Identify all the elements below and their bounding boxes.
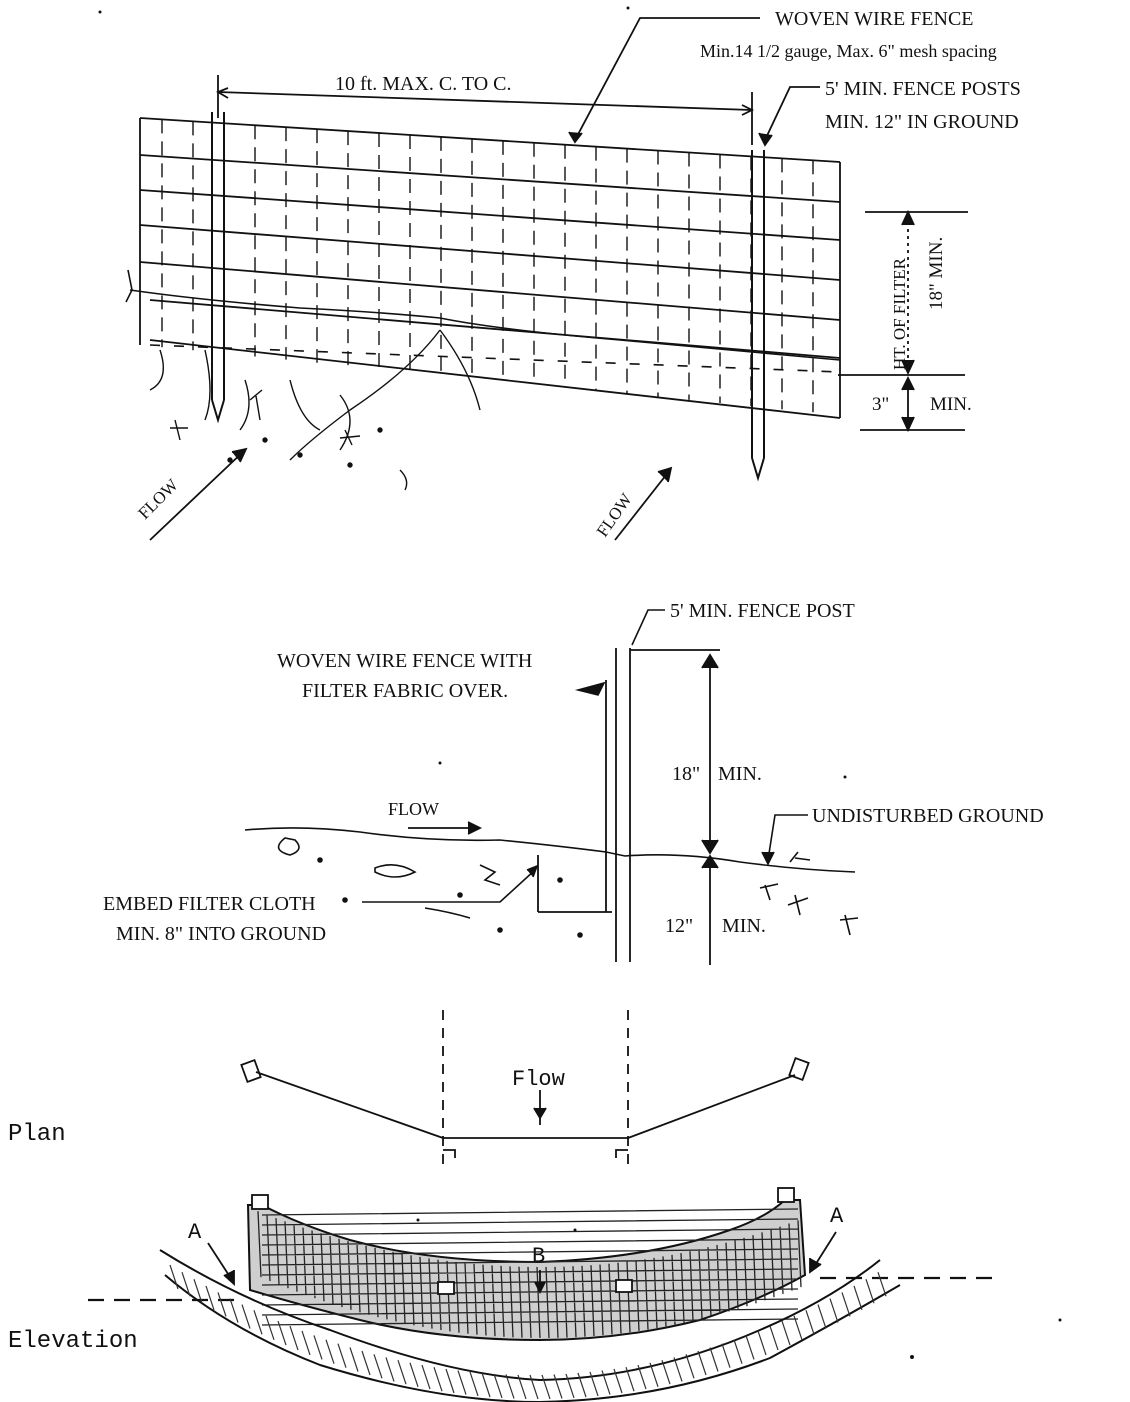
flow-arrow-right (614, 466, 673, 541)
elevation-point-b: B (532, 1244, 545, 1269)
elevation-point-a-right: A (830, 1204, 844, 1229)
undisturbed-ground-label: UNDISTURBED GROUND (812, 805, 1044, 827)
fence-posts-label-line2: MIN. 12" IN GROUND (825, 111, 1019, 133)
elevation-point-markers (207, 1231, 837, 1295)
scan-specks (98, 6, 1062, 1359)
fence-horizontal-wires (139, 117, 841, 419)
flow-label-right: FLOW (593, 489, 637, 540)
elevation-grade-line (88, 1276, 1000, 1302)
flow-arrow-left (149, 447, 248, 541)
post-spacing-label: 10 ft. MAX. C. TO C. (335, 73, 512, 95)
fence-posts-label-line1: 5' MIN. FENCE POSTS (825, 78, 1021, 100)
section-height-min: MIN. (718, 763, 762, 785)
ground-line (125, 269, 841, 373)
fabric-label-line2: FILTER FABRIC OVER. (302, 680, 508, 702)
section-depth-value: 12" (665, 915, 693, 937)
filter-height-label: HT. OF FILTER (890, 257, 909, 370)
woven-wire-fence-label: WOVEN WIRE FENCE (775, 8, 974, 30)
plan-view: Flow Plan (8, 1010, 810, 1170)
woven-wire-leader (568, 17, 760, 144)
plan-flow-label: Flow (512, 1067, 565, 1092)
undisturbed-leader (761, 814, 808, 866)
section-fence-post (537, 648, 720, 962)
post-spacing-dimension (215, 75, 755, 145)
plan-label: Plan (8, 1121, 66, 1148)
embed-label-line1: EMBED FILTER CLOTH (103, 893, 316, 915)
section-height-dimension (701, 653, 719, 965)
elevation-view: A A B Elevation (8, 1187, 1000, 1402)
elevation-label: Elevation (8, 1328, 138, 1355)
fabric-leader (574, 681, 606, 696)
elevation-point-a-left: A (188, 1220, 202, 1245)
plan-fence-line (240, 1010, 810, 1170)
filter-height-dimension (838, 209, 968, 433)
section-flow-label: FLOW (388, 799, 439, 819)
mesh-spec-label: Min.14 1/2 gauge, Max. 6" mesh spacing (700, 41, 997, 61)
left-fence-post (211, 112, 225, 424)
fence-posts-leader (758, 86, 820, 147)
fabric-label-line1: WOVEN WIRE FENCE WITH (277, 650, 532, 672)
section-post-leader (631, 609, 665, 646)
embed-label-line2: MIN. 8" INTO GROUND (116, 923, 326, 945)
section-post-label: 5' MIN. FENCE POST (670, 600, 855, 622)
elevation-channel (159, 1249, 901, 1402)
embed-depth-min-label: MIN. (930, 394, 972, 415)
section-depth-min: MIN. (722, 915, 766, 937)
section-flow-arrow (408, 821, 483, 835)
section-height-value: 18" (672, 763, 700, 785)
filter-min-label: 18" MIN. (926, 237, 947, 310)
embed-depth-value: 3" (872, 394, 889, 415)
section-ground-line (244, 827, 859, 938)
right-fence-post (751, 150, 765, 482)
fence-section: 5' MIN. FENCE POST WOVEN WIRE FENCE WITH… (103, 600, 1044, 965)
fence-perspective: 10 ft. MAX. C. TO C. WOVEN WIRE FENCE Mi… (125, 8, 1021, 541)
soil-texture (149, 329, 481, 491)
embed-leader (362, 864, 539, 903)
elevation-soil-hatch (169, 1264, 887, 1400)
elevation-fence-fabric (246, 1199, 807, 1342)
elevation-posts (251, 1187, 795, 1295)
